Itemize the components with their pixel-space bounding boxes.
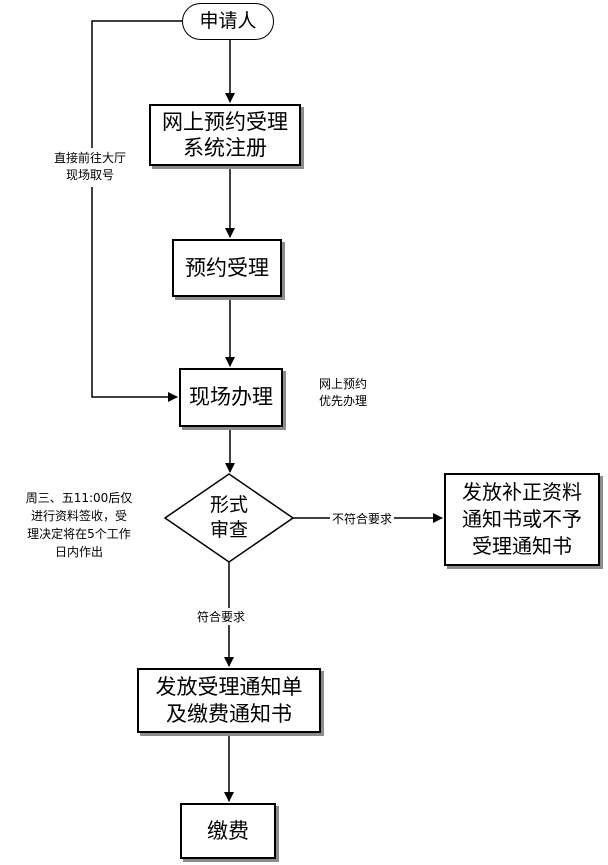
reject-box: 发放补正资料 通知书或不予 受理通知书	[444, 473, 600, 566]
onsite-box: 现场办理	[179, 368, 283, 427]
schedule-line1: 周三、五11:00后仅	[25, 491, 133, 505]
arrow-walkin-path	[91, 20, 182, 402]
online-register-line1: 网上预约受理	[162, 109, 288, 134]
booking-box: 预约受理	[172, 239, 282, 297]
review-line1: 形式	[209, 494, 248, 517]
applicant-label: 申请人	[199, 9, 257, 32]
schedule-line4: 日内作出	[54, 545, 103, 559]
online-register-box: 网上预约受理 系统注册	[149, 104, 301, 166]
walkin-line2: 现场取号	[65, 168, 114, 183]
edge-label-not-compliant: 不符合要求	[330, 510, 395, 527]
applicant-terminal: 申请人	[182, 3, 274, 40]
review-text: 形式 审查	[189, 490, 269, 546]
walkin-line1: 直接前往大厅	[53, 151, 126, 165]
reject-line3: 受理通知书	[472, 534, 572, 558]
booking-label: 预约受理	[185, 255, 269, 280]
accept-box: 发放受理通知单 及缴费通知书	[137, 668, 321, 733]
priority-note: 网上预约 优先办理	[308, 376, 378, 411]
online-register-line2: 系统注册	[183, 136, 267, 160]
schedule-line3: 理决定将在5个工作	[27, 527, 131, 541]
priority-line2: 优先办理	[318, 394, 367, 409]
walkin-note: 直接前往大厅 现场取号	[38, 148, 142, 187]
schedule-note: 周三、五11:00后仅 进行资料签收，受 理决定将在5个工作 日内作出	[2, 489, 156, 561]
review-line2: 审查	[209, 519, 248, 541]
reject-line2: 通知书或不予	[462, 507, 582, 531]
edge-label-compliant: 符合要求	[195, 608, 248, 625]
schedule-line2: 进行资料签收，受	[30, 509, 127, 523]
reject-line1: 发放补正资料	[462, 480, 582, 504]
accept-line1: 发放受理通知单	[155, 675, 303, 700]
pay-box: 缴费	[180, 803, 276, 859]
pay-label: 缴费	[207, 818, 249, 843]
priority-line1: 网上预约	[318, 377, 367, 391]
accept-line2: 及缴费通知书	[166, 701, 292, 726]
onsite-label: 现场办理	[189, 385, 273, 410]
